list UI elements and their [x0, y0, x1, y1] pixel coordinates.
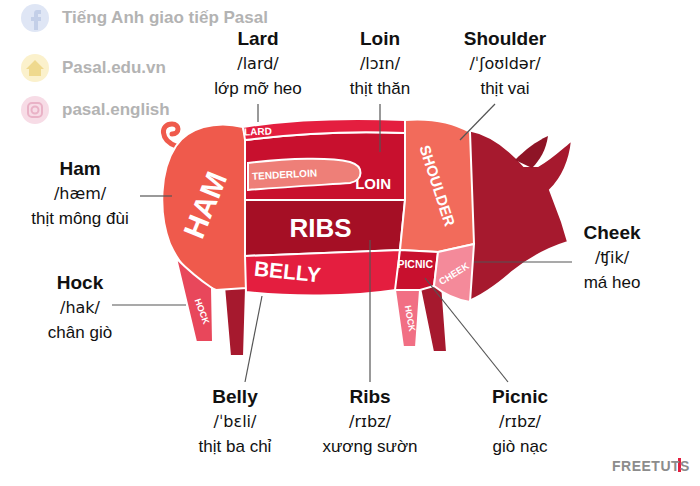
meat-cut: PICNIC: [396, 259, 434, 270]
picnic-label: PICNIC: [396, 259, 434, 270]
leader-line: [257, 104, 258, 122]
leader-line: [140, 195, 172, 196]
vietnamese-name: thịt thăn: [350, 79, 411, 99]
pig-head: [466, 130, 572, 302]
vietnamese-name: xương sườn: [322, 437, 417, 457]
vietnamese-name: thịt mông đùi: [31, 209, 128, 229]
ribs-region: [245, 200, 405, 256]
part-name: Lard: [237, 28, 278, 51]
picnic-region: [395, 250, 438, 290]
loin-label: LOIN: [354, 176, 392, 191]
part-name: Ham: [59, 158, 100, 181]
pronunciation: /ˈbɛli/: [214, 412, 257, 431]
front-leg: [420, 284, 447, 352]
part-name: Loin: [360, 28, 400, 51]
vietnamese-name: lớp mỡ heo: [214, 79, 302, 99]
vietnamese-name: giò nạc: [493, 437, 548, 457]
pronunciation: /ʧik/: [595, 248, 629, 267]
tenderloin-region: [248, 159, 361, 190]
pronunciation: /lɔɪn/: [360, 54, 400, 73]
watermark: Pasal.edu.vn: [62, 58, 166, 78]
leader-line: [112, 304, 186, 305]
back-leg: [224, 286, 246, 356]
instagram-glyph: [32, 107, 39, 114]
ham-region: [162, 124, 246, 290]
tail: [163, 124, 178, 146]
watermark: Tiếng Anh giao tiếp Pasal: [62, 8, 268, 28]
part-name: Belly: [212, 386, 257, 409]
vietnamese-name: má heo: [584, 273, 641, 293]
pronunciation: /hak/: [60, 298, 100, 317]
watermark: FREETUTS: [612, 458, 690, 475]
leader-line: [460, 104, 495, 140]
instagram-icon: [21, 96, 49, 124]
pronunciation: /hæm/: [54, 184, 106, 203]
meat-cut: RIBS: [288, 215, 353, 241]
leader-line: [379, 104, 380, 152]
loin-region: [245, 132, 405, 200]
home-glyph: [26, 60, 44, 76]
leader-line: [369, 240, 370, 382]
meat-cut: LARD: [243, 126, 273, 137]
pronunciation: /lard/: [237, 54, 278, 73]
leader-line: [425, 278, 508, 382]
pronunciation: /rɪbz/: [349, 412, 391, 431]
part-name: Ribs: [349, 386, 390, 409]
part-name: Cheek: [583, 222, 640, 245]
vietnamese-name: thịt vai: [480, 79, 529, 99]
pronunciation: /rɪbz/: [499, 412, 541, 431]
facebook-glyph: [31, 10, 41, 30]
part-name: Hock: [57, 272, 103, 295]
part-name: Picnic: [492, 386, 548, 409]
lard-region: [243, 119, 405, 140]
shoulder-region: [400, 120, 474, 253]
leader-line: [245, 296, 262, 382]
cheek-region: [434, 244, 474, 302]
pronunciation: /ˈʃoʊldər/: [469, 54, 540, 73]
back-hock-region: [176, 258, 213, 342]
lard-label: LARD: [243, 126, 273, 137]
pig-ear: [515, 136, 548, 168]
belly-region: [245, 250, 400, 296]
meat-cut: LOIN: [354, 176, 392, 191]
home-icon: [21, 54, 49, 82]
ribs-label: RIBS: [288, 215, 353, 241]
leader-line: [474, 261, 572, 262]
watermark: pasal.english: [62, 100, 170, 120]
part-name: Shoulder: [464, 28, 546, 51]
front-hock-region: [395, 290, 420, 347]
instagram-glyph: [28, 103, 42, 117]
vietnamese-name: thịt ba chỉ: [199, 437, 272, 457]
facebook-icon: [21, 4, 49, 32]
vietnamese-name: chân giò: [48, 323, 112, 343]
